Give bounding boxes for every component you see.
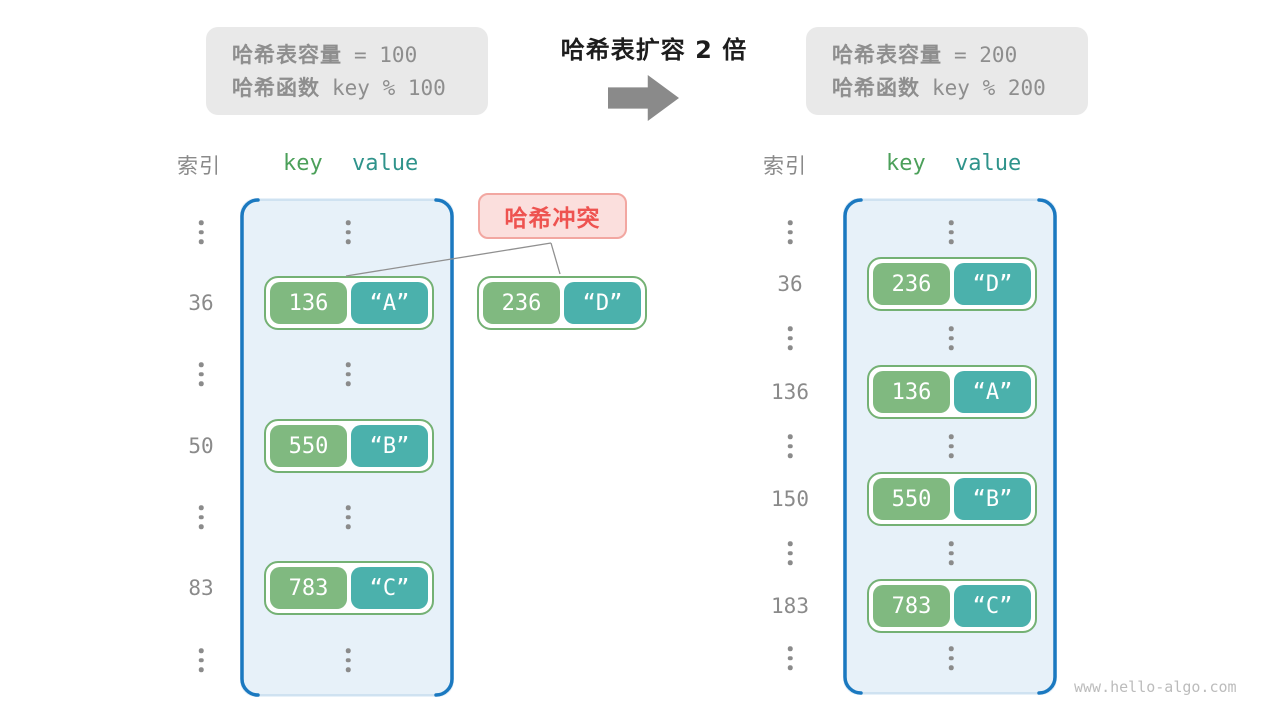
- bucket-border: [843, 198, 1057, 695]
- hash-function-line: 哈希函数 key % 100: [232, 72, 488, 105]
- ellipsis-icon: [345, 648, 351, 672]
- ellipsis-icon: [948, 326, 954, 350]
- kv-pair-236D: 236 “D”: [477, 276, 647, 330]
- value-box: “A”: [351, 282, 428, 324]
- hash-function-label: 哈希函数: [232, 76, 320, 100]
- right-index-label: 136: [771, 380, 809, 404]
- capacity-line: 哈希表容量 = 100: [232, 39, 488, 72]
- hash-collision-badge: 哈希冲突: [478, 193, 627, 239]
- kv-pair-550B: 550 “B”: [867, 472, 1037, 526]
- key-box: 783: [270, 567, 347, 609]
- left-index-label: 36: [188, 291, 214, 315]
- ellipsis-icon: [787, 326, 793, 350]
- ellipsis-icon: [787, 646, 793, 670]
- capacity-label: 哈希表容量: [832, 43, 942, 67]
- kv-pair-236D: 236 “D”: [867, 257, 1037, 311]
- value-box: “B”: [351, 425, 428, 467]
- ellipsis-icon: [198, 505, 204, 529]
- ellipsis-icon: [948, 220, 954, 244]
- left-index-label: 83: [188, 576, 214, 600]
- left-index-header: 索引: [177, 154, 221, 178]
- capacity-value: = 200: [954, 43, 1018, 67]
- ellipsis-icon: [948, 434, 954, 458]
- key-box: 783: [873, 585, 950, 627]
- right-index-label: 150: [771, 487, 809, 511]
- left-key-header: key: [283, 151, 323, 176]
- expand-arrow-icon: [608, 75, 679, 121]
- bucket-border: [240, 198, 454, 697]
- ellipsis-icon: [787, 541, 793, 565]
- ellipsis-icon: [787, 434, 793, 458]
- kv-pair-136A: 136 “A”: [867, 365, 1037, 419]
- capacity-value: = 100: [354, 43, 418, 67]
- hash-function-value: key % 200: [932, 76, 1046, 100]
- hash-function-value: key % 100: [332, 76, 446, 100]
- kv-pair-783C: 783 “C”: [867, 579, 1037, 633]
- capacity-line: 哈希表容量 = 200: [832, 39, 1088, 72]
- ellipsis-icon: [198, 362, 204, 386]
- capacity-label: 哈希表容量: [232, 43, 342, 67]
- right-index-label: 183: [771, 594, 809, 618]
- left-index-label: 50: [188, 434, 214, 458]
- right-value-header: value: [955, 151, 1022, 176]
- right-key-header: key: [886, 151, 926, 176]
- key-box: 550: [270, 425, 347, 467]
- ellipsis-icon: [198, 220, 204, 244]
- kv-pair-136A: 136 “A”: [264, 276, 434, 330]
- value-box: “B”: [954, 478, 1031, 520]
- value-box: “C”: [954, 585, 1031, 627]
- hash-function-line: 哈希函数 key % 200: [832, 72, 1088, 105]
- diagram-title: 哈希表扩容 2 倍: [560, 36, 748, 64]
- capacity-box-after: 哈希表容量 = 200 哈希函数 key % 200: [806, 27, 1088, 115]
- value-box: “D”: [564, 282, 641, 324]
- key-box: 136: [873, 371, 950, 413]
- key-box: 550: [873, 478, 950, 520]
- ellipsis-icon: [787, 220, 793, 244]
- ellipsis-icon: [198, 648, 204, 672]
- ellipsis-icon: [948, 541, 954, 565]
- value-box: “D”: [954, 263, 1031, 305]
- value-box: “A”: [954, 371, 1031, 413]
- ellipsis-icon: [345, 505, 351, 529]
- website-watermark: www.hello-algo.com: [1074, 678, 1237, 696]
- left-value-header: value: [352, 151, 419, 176]
- right-index-label: 36: [777, 272, 803, 296]
- kv-pair-783C: 783 “C”: [264, 561, 434, 615]
- capacity-box-before: 哈希表容量 = 100 哈希函数 key % 100: [206, 27, 488, 115]
- kv-pair-550B: 550 “B”: [264, 419, 434, 473]
- ellipsis-icon: [345, 220, 351, 244]
- value-box: “C”: [351, 567, 428, 609]
- key-box: 236: [873, 263, 950, 305]
- right-index-header: 索引: [763, 154, 807, 178]
- hash-function-label: 哈希函数: [832, 76, 920, 100]
- ellipsis-icon: [345, 362, 351, 386]
- ellipsis-icon: [948, 646, 954, 670]
- key-box: 236: [483, 282, 560, 324]
- key-box: 136: [270, 282, 347, 324]
